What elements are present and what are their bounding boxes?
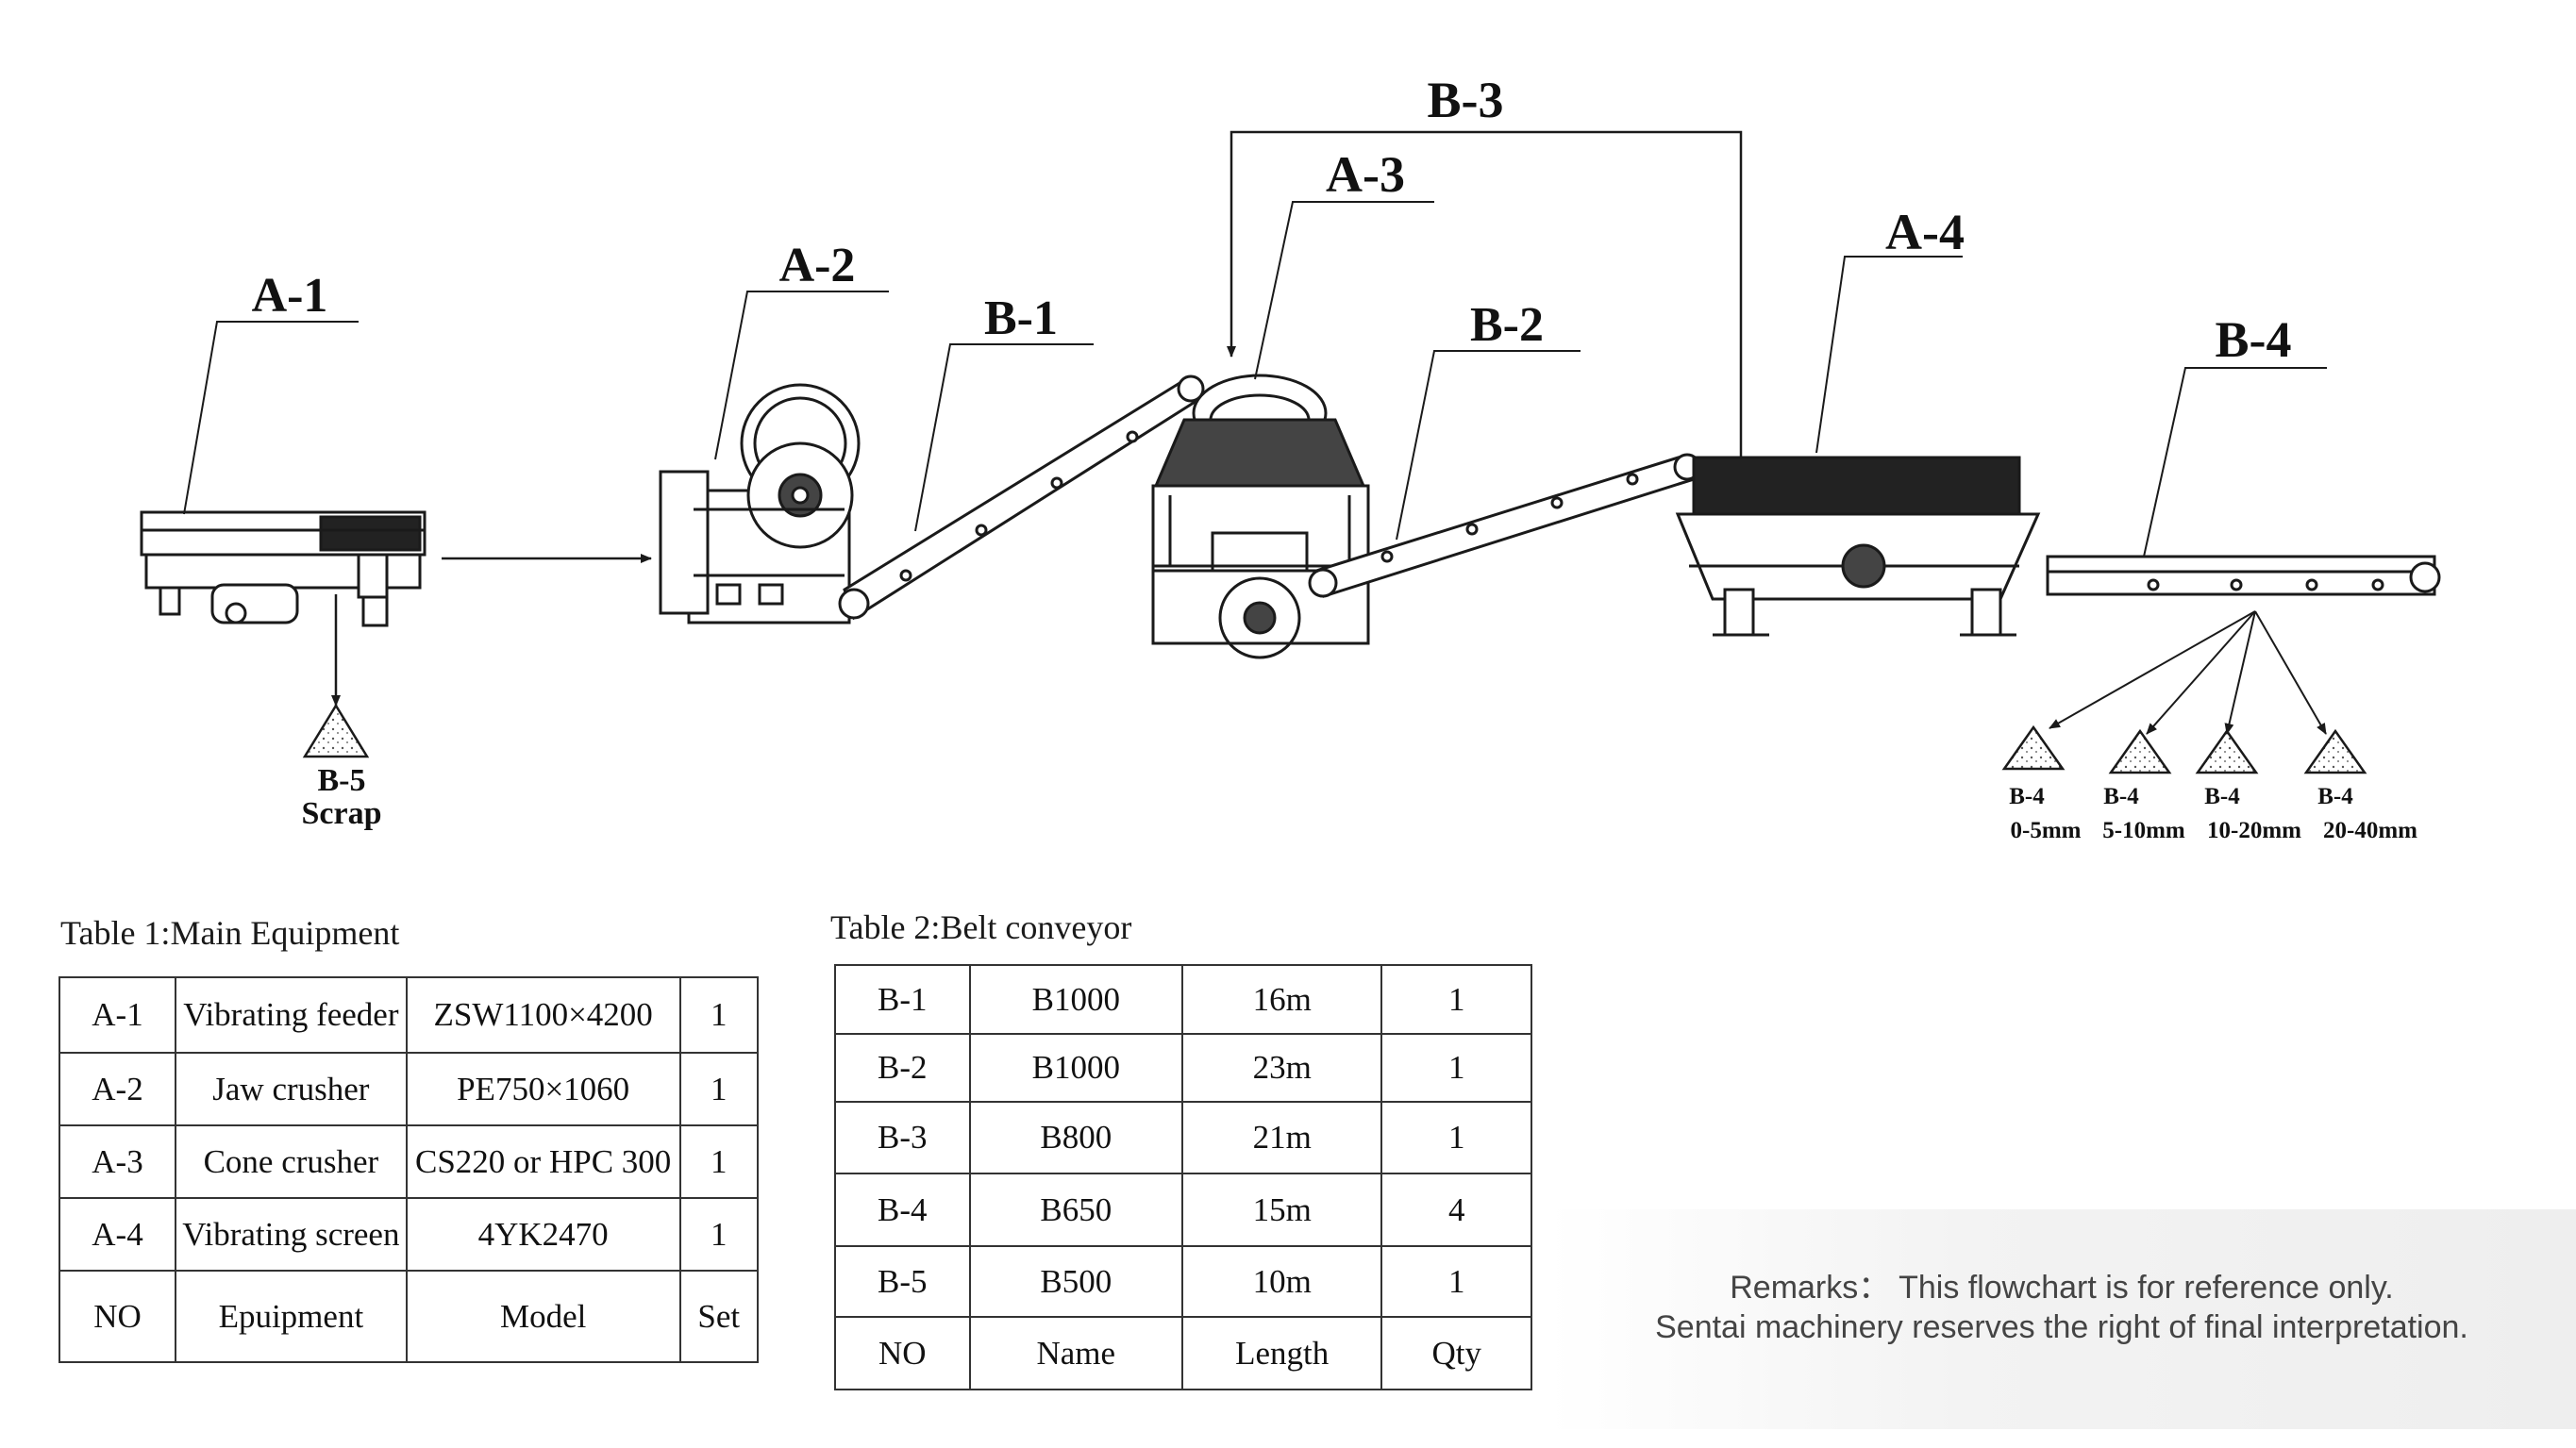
scrap-code-label: B-5 — [318, 763, 366, 798]
label-b3: B-3 — [1428, 72, 1504, 128]
table-cell: 1 — [678, 1124, 760, 1199]
table-cell: Jaw crusher — [174, 1052, 408, 1126]
label-b1: B-1 — [984, 291, 1058, 345]
table-cell: 1 — [678, 976, 760, 1054]
table-row: A-1 Vibrating feeder ZSW1100×4200 1 — [59, 976, 760, 1054]
table-cell: 21m — [1180, 1101, 1383, 1174]
belt-conveyor-b1 — [838, 374, 1205, 621]
table-cell: A-2 — [59, 1052, 176, 1126]
jaw-crusher-machine — [659, 383, 861, 624]
table-cell: A-3 — [59, 1124, 176, 1199]
product-code: B-4 — [2009, 784, 2045, 809]
product-arrows — [2049, 610, 2327, 735]
table-cell: B650 — [968, 1173, 1183, 1247]
product-size: 0-5mm — [2011, 818, 2082, 843]
table-cell: B-2 — [834, 1033, 971, 1103]
product-size: 20-40mm — [2323, 818, 2417, 843]
table-cell: B-4 — [834, 1173, 971, 1247]
label-a1: A-1 — [252, 269, 328, 323]
table-cell: Cone crusher — [174, 1124, 408, 1199]
table1-caption: Table 1:Main Equipment — [60, 914, 400, 952]
table-row: A-4 Vibrating screen 4YK2470 1 — [59, 1197, 760, 1272]
table-cell: 1 — [1380, 964, 1532, 1035]
label-a3: A-3 — [1326, 146, 1405, 203]
scrap-pile-icon — [302, 703, 370, 758]
product-pile-icon — [2001, 724, 2066, 771]
table-cell: PE750×1060 — [405, 1052, 681, 1126]
table-cell: 1 — [678, 1052, 760, 1126]
table-cell: B500 — [968, 1245, 1183, 1318]
table-cell: B1000 — [968, 1033, 1183, 1103]
table-header-cell: NO — [59, 1270, 176, 1363]
table-cell: Vibrating feeder — [174, 976, 408, 1054]
table-row: B-3 B800 21m 1 — [834, 1101, 1532, 1174]
label-a2: A-2 — [779, 239, 856, 292]
table-cell: 16m — [1180, 964, 1383, 1035]
table-row: B-4 B650 15m 4 — [834, 1173, 1532, 1247]
product-code: B-4 — [2204, 784, 2240, 809]
product-pile-icon — [2303, 728, 2367, 774]
table-cell: Vibrating screen — [174, 1197, 408, 1272]
table-header-cell: Length — [1180, 1316, 1383, 1390]
remarks-line-2: Sentai machinery reserves the right of f… — [1655, 1309, 2468, 1345]
label-a4: A-4 — [1885, 204, 1965, 260]
product-pile-icon — [2108, 728, 2172, 774]
table-header-cell: NO — [834, 1316, 971, 1390]
table-cell: A-4 — [59, 1197, 176, 1272]
table-row: A-3 Cone crusher CS220 or HPC 300 1 — [59, 1124, 760, 1199]
table-cell: 1 — [1380, 1101, 1532, 1174]
main-equipment-table: A-1 Vibrating feeder ZSW1100×4200 1 A-2 … — [59, 976, 760, 1363]
cone-crusher-machine — [1151, 374, 1370, 659]
table-header-row: NO Epuipment Model Set — [59, 1270, 760, 1363]
table-cell: 1 — [678, 1197, 760, 1272]
leader-lines — [183, 201, 2327, 558]
table-cell: CS220 or HPC 300 — [405, 1124, 681, 1199]
table-cell: 10m — [1180, 1245, 1383, 1318]
table-cell: 4 — [1380, 1173, 1532, 1247]
table-cell: 4YK2470 — [405, 1197, 681, 1272]
table-cell: B-5 — [834, 1245, 971, 1318]
flowchart-diagram: B-5 Scrap — [140, 72, 2441, 843]
table-cell: 15m — [1180, 1173, 1383, 1247]
vibrating-screen-machine — [1675, 456, 2041, 637]
table-cell: B1000 — [968, 964, 1183, 1035]
product-code: B-4 — [2317, 784, 2353, 809]
belt-conveyor-table: B-1 B1000 16m 1 B-2 B1000 23m 1 B-3 B800… — [834, 964, 1532, 1390]
label-b2: B-2 — [1470, 298, 1544, 352]
table-cell: 1 — [1380, 1245, 1532, 1318]
table-cell: B800 — [968, 1101, 1183, 1174]
table-header-cell: Name — [968, 1316, 1183, 1390]
b3-return-line — [1227, 130, 1743, 458]
table-row: A-2 Jaw crusher PE750×1060 1 — [59, 1052, 760, 1126]
label-b4: B-4 — [2216, 311, 2292, 368]
remarks-panel: Remarks： This flowchart is for reference… — [1547, 1209, 2576, 1429]
table2-caption: Table 2:Belt conveyor — [830, 908, 1132, 946]
product-size: 5-10mm — [2102, 818, 2185, 843]
table-row: B-2 B1000 23m 1 — [834, 1033, 1532, 1103]
table-header-cell: Epuipment — [174, 1270, 408, 1363]
table-header-cell: Qty — [1380, 1316, 1532, 1390]
belt-conveyor-b4 — [2046, 555, 2441, 596]
table-header-cell: Model — [405, 1270, 681, 1363]
vibrating-feeder-machine — [140, 510, 427, 627]
table-header-row: NO Name Length Qty — [834, 1316, 1532, 1390]
product-code: B-4 — [2103, 784, 2139, 809]
table-row: B-5 B500 10m 1 — [834, 1245, 1532, 1318]
product-size: 10-20mm — [2207, 818, 2301, 843]
table-header-cell: Set — [678, 1270, 760, 1363]
remarks-line-1: Remarks： This flowchart is for reference… — [1730, 1270, 2394, 1306]
table-cell: 1 — [1380, 1033, 1532, 1103]
table-cell: B-1 — [834, 964, 971, 1035]
scrap-text-label: Scrap — [302, 796, 382, 831]
table-cell: 23m — [1180, 1033, 1383, 1103]
table-cell: B-3 — [834, 1101, 971, 1174]
table-row: B-1 B1000 16m 1 — [834, 964, 1532, 1035]
table-cell: ZSW1100×4200 — [405, 976, 681, 1054]
table-cell: A-1 — [59, 976, 176, 1054]
product-pile-icon — [2195, 728, 2259, 774]
